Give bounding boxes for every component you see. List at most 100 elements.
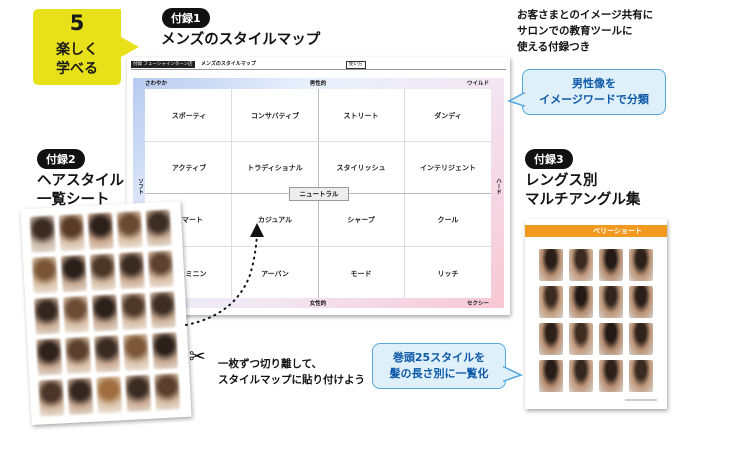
hair-photo xyxy=(152,332,178,370)
hair-photo xyxy=(118,251,145,290)
hair-photo xyxy=(58,214,85,252)
scissors-icon: ✂ xyxy=(189,344,206,368)
map-cell: ストリート xyxy=(343,112,379,120)
length-photo xyxy=(569,323,593,355)
map-cell: スポーティ xyxy=(171,112,207,120)
map-center-label: ニュートラル xyxy=(289,187,349,201)
map-cell: フェミニン xyxy=(171,270,207,278)
hair-photo xyxy=(67,377,94,416)
callout-map-line1: 男性像を xyxy=(572,77,616,90)
length-photo xyxy=(569,286,593,318)
map-axis-top: 男性的 xyxy=(309,81,327,87)
length-photo xyxy=(599,360,623,392)
map-axis-bottom: 女性的 xyxy=(309,301,327,307)
style-map-frame: スポーティ コンサバティブ ストリート ダンディ アクティブ トラディショナル … xyxy=(133,78,504,308)
top-note-line2: サロンでの教育ツールに xyxy=(517,25,633,37)
callout-length-list: 巻頭25スタイルを 髪の長さ別に一覧化 xyxy=(372,343,523,389)
hair-photo xyxy=(29,215,56,253)
hair-photo xyxy=(89,253,116,291)
map-cell: コンサバティブ xyxy=(250,112,300,120)
length-sheet: ベリーショート xyxy=(525,219,667,409)
appendix1-title: メンズのスタイルマップ xyxy=(161,32,321,48)
cut-note: 一枚ずつ切り離して、 スタイルマップに貼り付けよう xyxy=(218,356,365,388)
length-sheet-header: ベリーショート xyxy=(525,225,667,237)
hair-photo xyxy=(116,211,143,249)
hair-photo xyxy=(32,256,58,294)
promo-line1: 楽しく xyxy=(56,42,98,58)
promo-number: 5 xyxy=(69,11,85,35)
map-cell: インテリジェント xyxy=(420,164,476,172)
map-corner-bottom-right: セクシー xyxy=(467,301,490,307)
top-note-line1: お客さまとのイメージ共有に xyxy=(517,9,654,21)
map-cell: モード xyxy=(350,270,372,278)
length-photo xyxy=(629,323,653,355)
map-cell: スタイリッシュ xyxy=(336,164,386,172)
map-cell: ダンディ xyxy=(434,112,462,120)
hair-photo xyxy=(63,295,89,334)
appendix2-title-line1: ヘアスタイル xyxy=(37,173,124,189)
top-note: お客さまとのイメージ共有に サロンでの教育ツールに 使える付録つき xyxy=(517,7,653,55)
map-axis-right: ハード xyxy=(495,178,501,195)
style-map-sheet: 付録 フューシャインターン店 メンズのスタイルマップ 使い方 スポーティ コンサ… xyxy=(127,57,510,315)
hair-photo xyxy=(92,294,118,332)
map-cell: シャープ xyxy=(347,216,375,224)
length-photo xyxy=(629,249,653,281)
hair-photo xyxy=(96,376,123,414)
hair-photo xyxy=(36,338,63,376)
style-map-header-title: メンズのスタイルマップ xyxy=(201,61,256,67)
hair-photo xyxy=(38,379,65,417)
hair-photo xyxy=(147,250,174,288)
style-map-header-bar: 付録 フューシャインターン店 メンズのスタイルマップ 使い方 xyxy=(131,61,506,70)
style-map-header-sub: 使い方 xyxy=(346,61,366,69)
hair-photo xyxy=(60,255,87,293)
length-photo xyxy=(539,249,563,281)
appendix3-title-line1: レングス別 xyxy=(525,173,598,189)
promo-badge: 5 楽しく 学べる xyxy=(33,9,139,85)
length-photo xyxy=(539,360,563,392)
map-corner-top-right: ワイルド xyxy=(467,81,490,87)
map-cell: スマート xyxy=(175,216,203,224)
map-cell: アーバン xyxy=(261,270,289,278)
callout-length-line2: 髪の長さ別に一覧化 xyxy=(389,367,489,380)
hair-photo xyxy=(123,333,150,372)
hair-photo xyxy=(94,335,121,373)
length-photo xyxy=(599,249,623,281)
length-photo xyxy=(629,360,653,392)
appendix3-title-line2: マルチアングル集 xyxy=(525,192,641,208)
hair-photo xyxy=(145,209,172,247)
callout-length-line1: 巻頭25スタイルを xyxy=(392,351,486,364)
style-map-header-tag: 付録 フューシャインターン店 xyxy=(131,61,195,68)
map-cell: カジュアル xyxy=(257,216,293,224)
hair-photo xyxy=(87,212,114,250)
hair-photo xyxy=(121,292,147,331)
cut-note-line1: 一枚ずつ切り離して、 xyxy=(218,358,323,370)
callout-map-classification: 男性像を イメージワードで分類 xyxy=(508,69,666,115)
map-cell: アクティブ xyxy=(171,164,207,172)
length-photo xyxy=(629,286,653,318)
hair-photo xyxy=(154,373,181,411)
length-sheet-header-label: ベリーショート xyxy=(593,227,642,235)
map-corner-top-left: さわやか xyxy=(145,81,168,87)
hair-photo xyxy=(34,297,61,335)
hair-photo xyxy=(125,374,152,413)
appendix2-badge: 付録2 xyxy=(37,149,85,169)
callout-map-line2: イメージワードで分類 xyxy=(539,93,649,106)
dotted-arrow-icon xyxy=(185,223,264,326)
length-photo xyxy=(569,249,593,281)
map-cell: クール xyxy=(437,216,459,224)
hair-photo xyxy=(65,336,92,375)
map-axis-left: ソフト xyxy=(137,178,143,195)
appendix1-badge: 付録1 xyxy=(162,8,210,28)
promo-line2: 学べる xyxy=(56,61,98,77)
hair-photo xyxy=(149,291,176,329)
top-note-line3: 使える付録つき xyxy=(517,41,591,53)
length-photo xyxy=(539,286,563,318)
appendix3-badge: 付録3 xyxy=(525,149,573,169)
hairstyle-list-sheet xyxy=(20,200,192,426)
map-cell: リッチ xyxy=(437,270,459,278)
style-map-grid: スポーティ コンサバティブ ストリート ダンディ アクティブ トラディショナル … xyxy=(145,89,491,298)
length-sheet-footer xyxy=(625,399,657,401)
length-photo xyxy=(599,286,623,318)
cut-note-line2: スタイルマップに貼り付けよう xyxy=(218,374,365,386)
map-cell: トラディショナル xyxy=(247,164,303,172)
